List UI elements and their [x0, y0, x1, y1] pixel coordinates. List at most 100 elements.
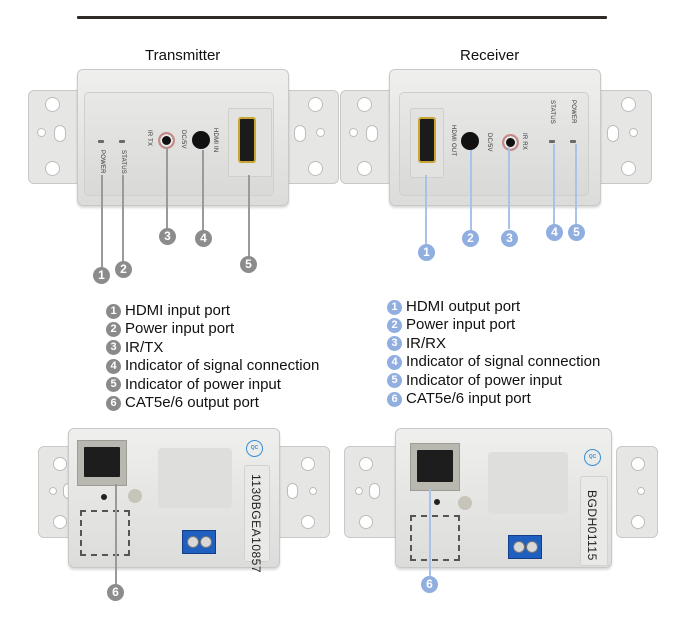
- status-silkscreen: STATUS: [120, 150, 126, 174]
- hole-shape: [308, 161, 323, 176]
- power-terminal-block: [182, 530, 216, 554]
- legend-label: Indicator of signal connection: [406, 353, 601, 371]
- callout-badge: 6: [107, 584, 124, 601]
- rj45-input-port: [410, 443, 460, 491]
- hdmi-silkscreen: HDMI OUT: [450, 125, 456, 157]
- slot-shape: [366, 125, 378, 142]
- legend-label: IR/TX: [125, 338, 164, 356]
- hole-shape: [631, 457, 645, 471]
- hole-shape: [359, 457, 373, 471]
- transmitter-title: Transmitter: [145, 47, 221, 64]
- leader-shape: [122, 175, 124, 261]
- slot-shape: [607, 125, 619, 142]
- pad-shape: [488, 452, 568, 514]
- tagplate-shape: [244, 465, 270, 562]
- receiver-title: Receiver: [460, 47, 520, 64]
- callout-badge: 1: [418, 244, 435, 261]
- hole-shape: [308, 97, 323, 112]
- status-led: [119, 140, 125, 143]
- legend-label: Indicator of power input: [406, 371, 562, 389]
- legend-number: 1: [106, 303, 121, 319]
- dc-silkscreen: DC/5V: [486, 133, 492, 152]
- hole-shape: [53, 457, 67, 471]
- hole-shape: [301, 515, 315, 529]
- leader-shape: [101, 175, 103, 270]
- legend-label: HDMI output port: [406, 298, 521, 315]
- hole-shape: [37, 128, 46, 137]
- legend-number: 5: [387, 373, 402, 389]
- power-led: [98, 140, 104, 143]
- hole-shape: [355, 487, 363, 495]
- legend-label: CAT5e/6 input port: [406, 389, 531, 407]
- dc-power-jack: [461, 132, 479, 150]
- legend-number: 5: [106, 377, 121, 393]
- leader-shape: [553, 144, 555, 226]
- hdmi-in-port: [238, 117, 256, 163]
- slot-shape: [54, 125, 66, 142]
- leader-shape: [202, 150, 204, 230]
- callout-badge: 2: [115, 261, 132, 278]
- status-led: [549, 140, 555, 143]
- legend-number: 2: [387, 318, 402, 334]
- screw-shape: [526, 541, 538, 553]
- legend-label: CAT5e/6 output port: [125, 393, 259, 411]
- hole-shape: [629, 128, 638, 137]
- callout-badge: 4: [546, 224, 563, 241]
- legend-number: 2: [106, 322, 121, 338]
- ir-rx-jack: [502, 134, 519, 151]
- callout-badge: 4: [195, 230, 212, 247]
- legend-number: 4: [106, 358, 121, 374]
- status-silkscreen: STATUS: [549, 100, 555, 124]
- screw-shape: [513, 541, 525, 553]
- power-led: [570, 140, 576, 143]
- slot-shape: [294, 125, 306, 142]
- hole-shape: [45, 161, 60, 176]
- callout-badge: 5: [240, 256, 257, 273]
- slot-shape: [369, 483, 380, 499]
- screw-shape: [187, 536, 199, 548]
- callout-badge: 2: [462, 230, 479, 247]
- leader-shape: [425, 175, 427, 247]
- hole-shape: [621, 161, 636, 176]
- power-silkscreen: POWER: [99, 150, 105, 174]
- qc-passed-sticker: QC: [246, 440, 263, 457]
- dot-shape: [128, 489, 142, 503]
- legend-number: 3: [387, 336, 402, 352]
- ir-silkscreen: IR RX: [521, 133, 527, 151]
- hole-shape: [357, 161, 372, 176]
- callout-badge: 5: [568, 224, 585, 241]
- ir-silkscreen: IR TX: [146, 130, 152, 147]
- legend-number: 4: [387, 354, 402, 370]
- serial-number: BGDH01115: [585, 490, 599, 561]
- dc-power-jack: [192, 131, 210, 149]
- legend-label: Indicator of power input: [125, 375, 281, 393]
- legend-number: 1: [387, 299, 402, 315]
- leader-shape: [575, 144, 577, 226]
- hole-shape: [309, 487, 317, 495]
- mounting-ear-left: [344, 446, 404, 538]
- hole-shape: [621, 97, 636, 112]
- slot-shape: [287, 483, 298, 499]
- dot-shape: [458, 496, 472, 510]
- tagplate-shape: [580, 476, 608, 566]
- leader-shape: [166, 147, 168, 229]
- hdmi-out-port: [418, 117, 436, 163]
- serial-number: 1130BGEA10857: [249, 474, 263, 574]
- hole-shape: [359, 515, 373, 529]
- qc-passed-sticker: QC: [584, 449, 601, 466]
- leader-shape: [508, 147, 510, 229]
- leader-shape: [470, 150, 472, 232]
- legend-number: 3: [106, 340, 121, 356]
- hole-shape: [45, 97, 60, 112]
- legend-label: Indicator of signal connection: [125, 357, 320, 375]
- dot-shape: [434, 499, 440, 505]
- knockout-panel: [80, 510, 130, 556]
- port-shape: [417, 450, 453, 482]
